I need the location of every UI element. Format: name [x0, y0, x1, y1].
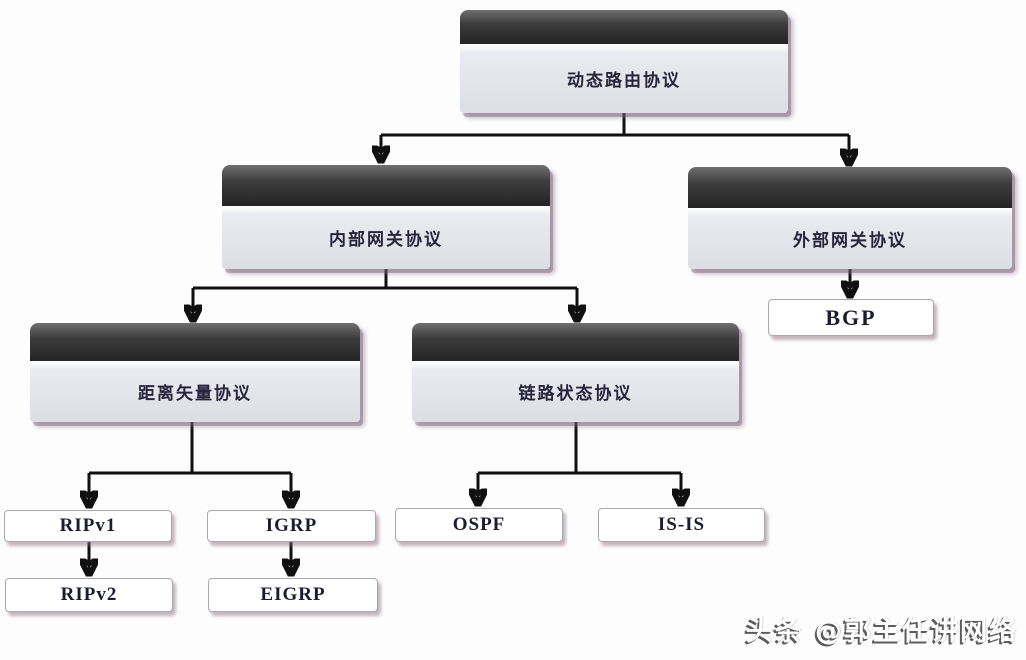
node-bgp: BGP: [768, 299, 934, 336]
node-label: 动态路由协议: [460, 44, 788, 113]
node-distance-vector-protocol: 距离矢量协议: [30, 323, 360, 422]
node-label: 链路状态协议: [412, 361, 739, 422]
node-igrp: IGRP: [207, 510, 376, 542]
node-ripv2: RIPv2: [5, 578, 173, 612]
node-isis: IS-IS: [598, 508, 765, 542]
node-interior-gateway-protocol: 内部网关协议: [222, 165, 550, 269]
node-label: 距离矢量协议: [30, 361, 360, 422]
watermark-toutiao: 头条 @郭主任讲网络: [745, 616, 1018, 647]
node-exterior-gateway-protocol: 外部网关协议: [688, 167, 1012, 269]
node-header-band: [412, 323, 739, 361]
node-label: 外部网关协议: [688, 208, 1012, 269]
node-header-band: [688, 167, 1012, 208]
node-header-band: [460, 10, 788, 44]
node-dynamic-routing-protocol: 动态路由协议: [460, 10, 788, 113]
node-ripv1: RIPv1: [4, 510, 172, 542]
node-ospf: OSPF: [395, 508, 563, 542]
node-header-band: [30, 323, 360, 361]
node-eigrp: EIGRP: [208, 578, 378, 612]
node-label: 内部网关协议: [222, 206, 550, 269]
node-header-band: [222, 165, 550, 206]
node-link-state-protocol: 链路状态协议: [412, 323, 739, 422]
